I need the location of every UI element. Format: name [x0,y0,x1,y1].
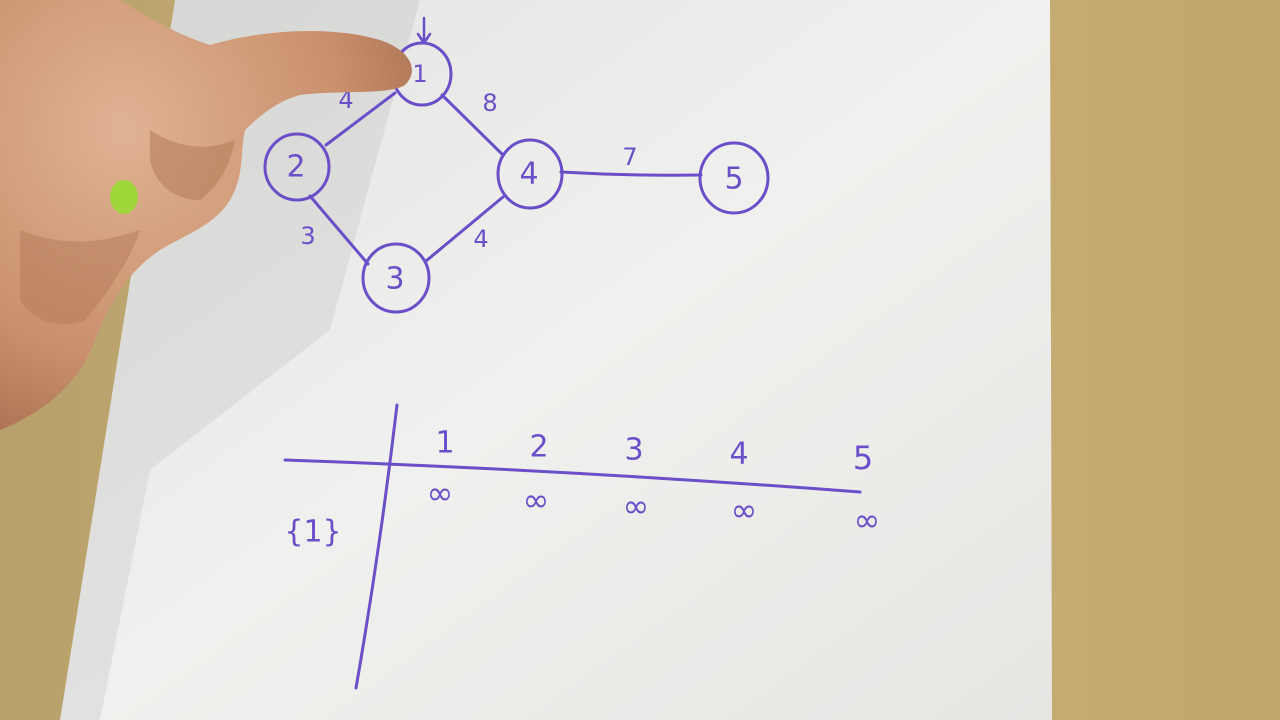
edge-2-3 [308,194,370,266]
presenter-hand [0,0,412,430]
ring [110,180,138,214]
table-value-cell: ∞ [623,487,650,525]
graph-node-2: 2 [263,132,331,202]
edge-1-4 [440,93,505,157]
graph-node-3: 3 [361,242,431,314]
table-header-cell: 3 [624,433,643,468]
table-value-cell: ∞ [523,481,550,519]
table-value-cell: ∞ [427,474,454,512]
table-header-cell: 2 [529,430,548,465]
edge-3-4 [424,195,505,263]
edge-4-5 [559,170,703,177]
table-header-row: 1 2 3 4 5 [435,426,873,478]
graph-node-4: 4 [496,138,564,210]
table-header-cell: 4 [729,437,748,472]
graph-edges [308,16,703,266]
table-header-cell: 1 [435,426,454,461]
weight-1-2: 4 [338,86,353,114]
table-vertical-line [354,403,399,690]
table-horizontal-line [283,458,862,494]
edge-weights: 4 8 3 4 7 [300,86,637,253]
node-label-1: 1 [412,60,427,88]
node-label-4: 4 [519,157,538,192]
weight-1-4: 8 [482,89,497,117]
node-label-2: 2 [286,150,305,185]
weight-4-5: 7 [622,143,637,171]
weight-3-4: 4 [473,225,488,253]
table-value-cell: ∞ [731,491,758,529]
table-value-cell: ∞ [854,501,881,539]
graph-nodes: 1 2 3 4 5 [263,41,770,314]
distance-table: 1 2 3 4 5 {1} ∞ ∞ ∞ ∞ ∞ [283,403,881,690]
node-label-3: 3 [385,262,404,297]
table-header-cell: 5 [853,439,873,477]
node-label-5: 5 [724,162,743,197]
weight-2-3: 3 [300,222,315,250]
table-row-label: {1} [284,515,341,550]
edge-1-2 [324,91,397,147]
paper-sheet [60,0,1052,720]
graph-node-5: 5 [698,141,770,215]
table-value-row: ∞ ∞ ∞ ∞ ∞ [427,474,881,539]
